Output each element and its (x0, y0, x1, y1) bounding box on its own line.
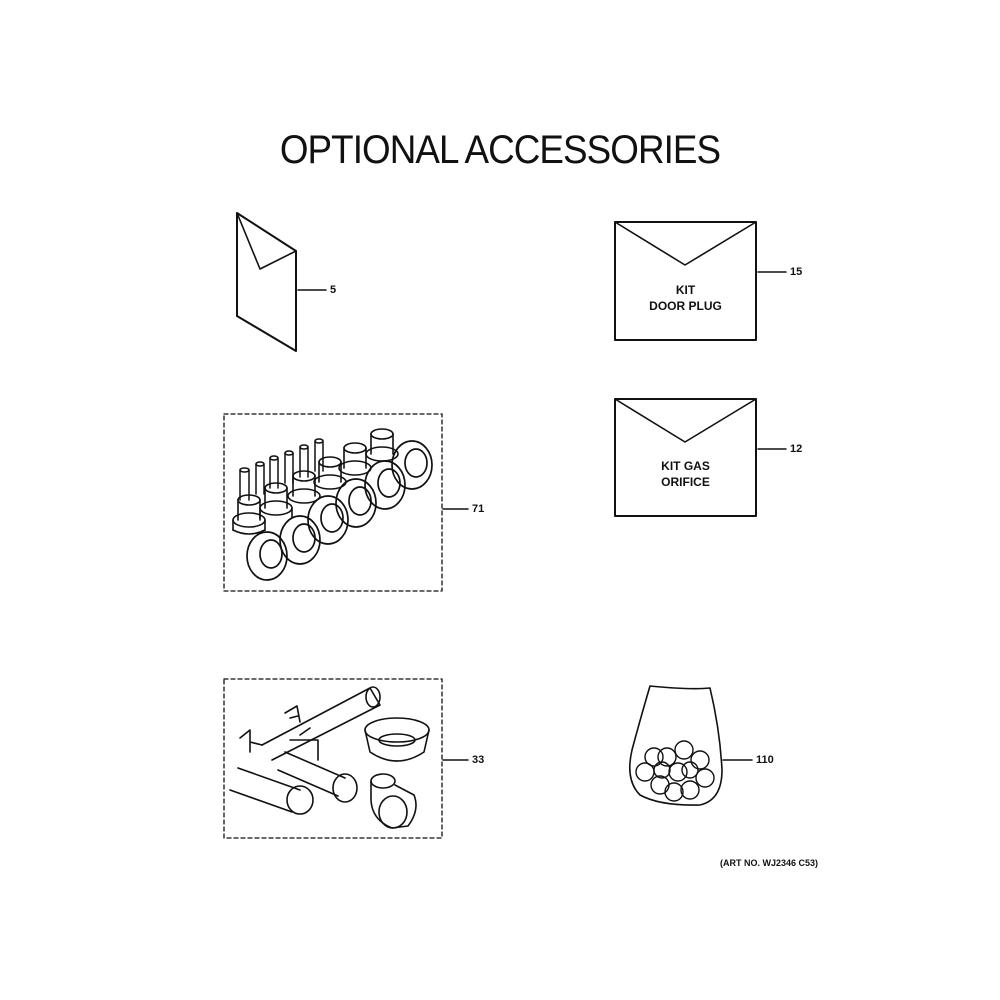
orifice-seal-set-icon (223, 413, 469, 592)
manual-sheet-icon (236, 212, 327, 352)
envelope-door-plug-label: KIT DOOR PLUG (615, 282, 756, 314)
callout-12: 12 (790, 443, 803, 455)
envelope-door-plug-label-line1: KIT (675, 283, 696, 297)
page-title: OPTIONAL ACCESSORIES (279, 128, 721, 172)
callout-15: 15 (790, 266, 803, 278)
bag-of-spuds-icon (629, 685, 753, 806)
art-number: (ART NO. WJ2346 C53) (720, 858, 819, 868)
callout-71: 71 (472, 503, 485, 515)
conversion-fittings-icon (223, 678, 469, 839)
envelope-gas-orifice-label-line1: KIT GAS (661, 459, 710, 473)
envelope-gas-orifice-icon (614, 398, 787, 517)
callout-110: 110 (756, 754, 774, 766)
callout-5: 5 (330, 284, 337, 296)
envelope-door-plug-icon (614, 221, 787, 341)
envelope-gas-orifice-label: KIT GAS ORIFICE (615, 458, 756, 490)
envelope-door-plug-label-line2: DOOR PLUG (649, 299, 722, 313)
envelope-gas-orifice-label-line2: ORIFICE (661, 475, 710, 489)
callout-33: 33 (472, 754, 485, 766)
